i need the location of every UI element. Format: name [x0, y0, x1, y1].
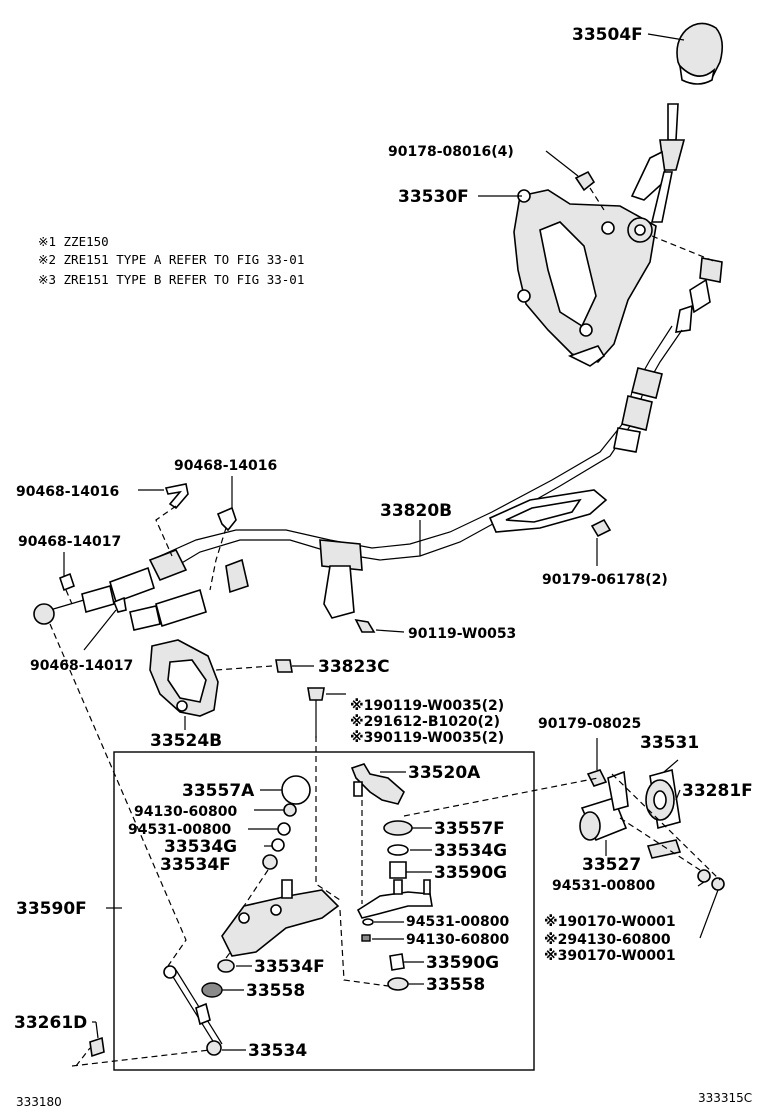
cushion-part: [281, 775, 311, 805]
retainer-part: [89, 1036, 105, 1058]
bolt-upper-part: [574, 170, 596, 192]
shift-lever-link-part: [579, 770, 629, 842]
label-33261D: 33261D: [14, 1013, 87, 1033]
nut-shift-lever-part: [586, 769, 608, 787]
label-33558-left: 33558: [246, 981, 305, 1001]
cable-end-connector: [675, 257, 723, 333]
shift-knob-part: [676, 22, 724, 85]
label-variant-1: ※190119-W0035(2): [350, 698, 504, 714]
shift-plate-part: [356, 879, 433, 919]
footer-left-code: 333180: [16, 1095, 62, 1109]
shift-lever-rod: [630, 103, 686, 223]
label-33557F: 33557F: [434, 819, 505, 839]
cable-bracket-part: [149, 639, 219, 717]
washer-right-part: [697, 869, 725, 891]
shift-cable-part: [159, 325, 683, 619]
label-33590G-lower: 33590G: [426, 953, 499, 973]
note-1: ※1 ZZE150: [38, 234, 109, 249]
label-33534G-right: 33534G: [434, 841, 507, 861]
clip-parts: [59, 483, 237, 613]
bolt-cable-bracket-part: [354, 618, 376, 633]
bushing-right-part: [646, 839, 682, 859]
label-nut-variant-3: ※390170-W0001: [544, 948, 676, 964]
label-33534F-left: 33534F: [160, 855, 231, 875]
label-33823C: 33823C: [318, 657, 390, 677]
link-rod-part: [163, 965, 223, 1056]
label-94130-60800-left: 94130-60800: [134, 804, 237, 820]
label-94531-00800-mid: 94531-00800: [406, 914, 509, 930]
label-33590G-upper: 33590G: [434, 863, 507, 883]
label-90468-14017-upper: 90468-14017: [18, 534, 121, 550]
label-90179-06178: 90179-06178(2): [542, 572, 668, 588]
right-small-parts: [361, 918, 409, 991]
label-33590F: 33590F: [16, 899, 87, 919]
label-nut-variant-2: ※294130-60800: [544, 932, 671, 948]
label-94531-00800-left: 94531-00800: [128, 822, 231, 838]
right-stack-parts: [383, 820, 413, 879]
bolt-cable-clamp-part: [275, 659, 293, 673]
label-90119-W0053: 90119-W0053: [408, 626, 516, 642]
label-90178-08016: 90178-08016(4): [388, 144, 514, 160]
label-33281F: 33281F: [682, 781, 753, 801]
label-33534G-left: 33534G: [164, 837, 237, 857]
label-33557A: 33557A: [182, 781, 255, 801]
label-33534F-lower: 33534F: [254, 957, 325, 977]
label-33558-right: 33558: [426, 975, 485, 995]
cable-left-ends: [33, 548, 249, 631]
shift-lever-housing-part: [513, 189, 657, 367]
shift-lever-sub-part: [350, 763, 405, 805]
label-33527: 33527: [582, 855, 641, 875]
label-nut-variant-1: ※190170-W0001: [544, 914, 676, 930]
label-90179-08025: 90179-08025: [538, 716, 641, 732]
small-nut-washer-parts: [262, 803, 297, 870]
detail-box: [113, 751, 535, 1071]
label-94531-00800-right: 94531-00800: [552, 878, 655, 894]
nut-cable-bracket-part: [590, 518, 612, 538]
label-33534: 33534: [248, 1041, 307, 1061]
label-33820B: 33820B: [380, 501, 452, 521]
label-33530F: 33530F: [398, 187, 469, 207]
note-2: ※2 ZRE151 TYPE A REFER TO FIG 33-01: [38, 252, 304, 267]
lever-assembly-part: [221, 879, 340, 957]
label-33520A: 33520A: [408, 763, 481, 783]
bolt-variant-part: [307, 687, 325, 738]
label-90468-14016-right: 90468-14016: [174, 458, 277, 474]
label-33524B: 33524B: [150, 731, 222, 751]
lever-sub-part: [645, 768, 681, 830]
label-90468-14016-left: 90468-14016: [16, 484, 119, 500]
label-33504F: 33504F: [572, 25, 643, 45]
notes-block: ※1 ZZE150 ※2 ZRE151 TYPE A REFER TO FIG …: [38, 234, 304, 287]
label-90468-14017-lower: 90468-14017: [30, 658, 133, 674]
label-variant-2: ※291612-B1020(2): [350, 714, 500, 730]
label-variant-3: ※390119-W0035(2): [350, 730, 504, 746]
label-33531: 33531: [640, 733, 699, 753]
label-94130-60800-mid: 94130-60800: [406, 932, 509, 948]
lower-bushing-parts: [201, 959, 235, 998]
footer-right-code: 333315C: [698, 1091, 752, 1105]
note-3: ※3 ZRE151 TYPE B REFER TO FIG 33-01: [38, 272, 304, 287]
